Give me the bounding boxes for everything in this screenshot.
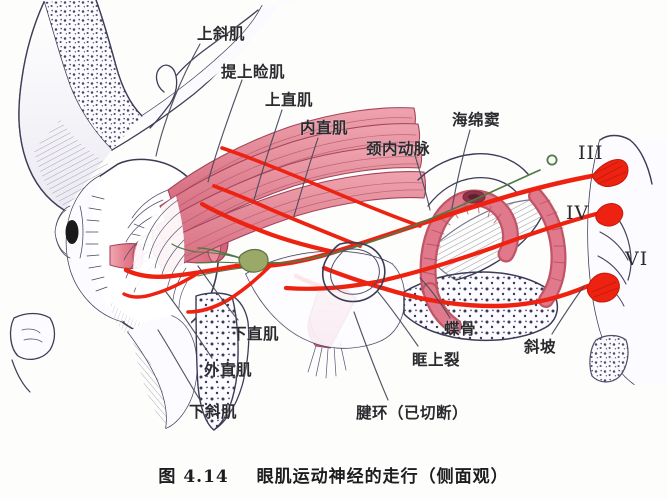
- label-nerve-oculomotor: III: [578, 142, 604, 164]
- label-sphenoid-bone: 蝶骨: [444, 320, 477, 338]
- label-nerve-trochlear: IV: [566, 202, 590, 224]
- label-internal-carotid-artery: 颈内动脉: [366, 140, 431, 158]
- label-medial-rectus: 内直肌: [300, 119, 349, 137]
- label-tendinous-ring: 腱环（已切断）: [356, 404, 469, 422]
- label-clivus: 斜坡: [524, 338, 557, 356]
- label-levator-palpebrae: 提上睑肌: [221, 63, 286, 81]
- label-cavernous-sinus: 海绵窦: [452, 111, 501, 129]
- label-superior-oblique: 上斜肌: [197, 25, 246, 43]
- label-superior-rectus: 上直肌: [265, 91, 314, 109]
- label-inferior-oblique: 下斜肌: [189, 403, 238, 421]
- figure-caption-number: 图 4.14: [158, 467, 229, 487]
- label-lateral-rectus: 外直肌: [204, 361, 253, 379]
- label-superior-orbital-fissure: 眶上裂: [412, 351, 461, 369]
- label-inferior-rectus: 下直肌: [231, 325, 280, 343]
- figure-caption-title: 眼肌运动神经的走行（侧面观）: [256, 467, 509, 487]
- label-nerve-abducens: VI: [625, 248, 649, 270]
- figure-caption: 图 4.14 眼肌运动神经的走行（侧面观）: [0, 462, 667, 487]
